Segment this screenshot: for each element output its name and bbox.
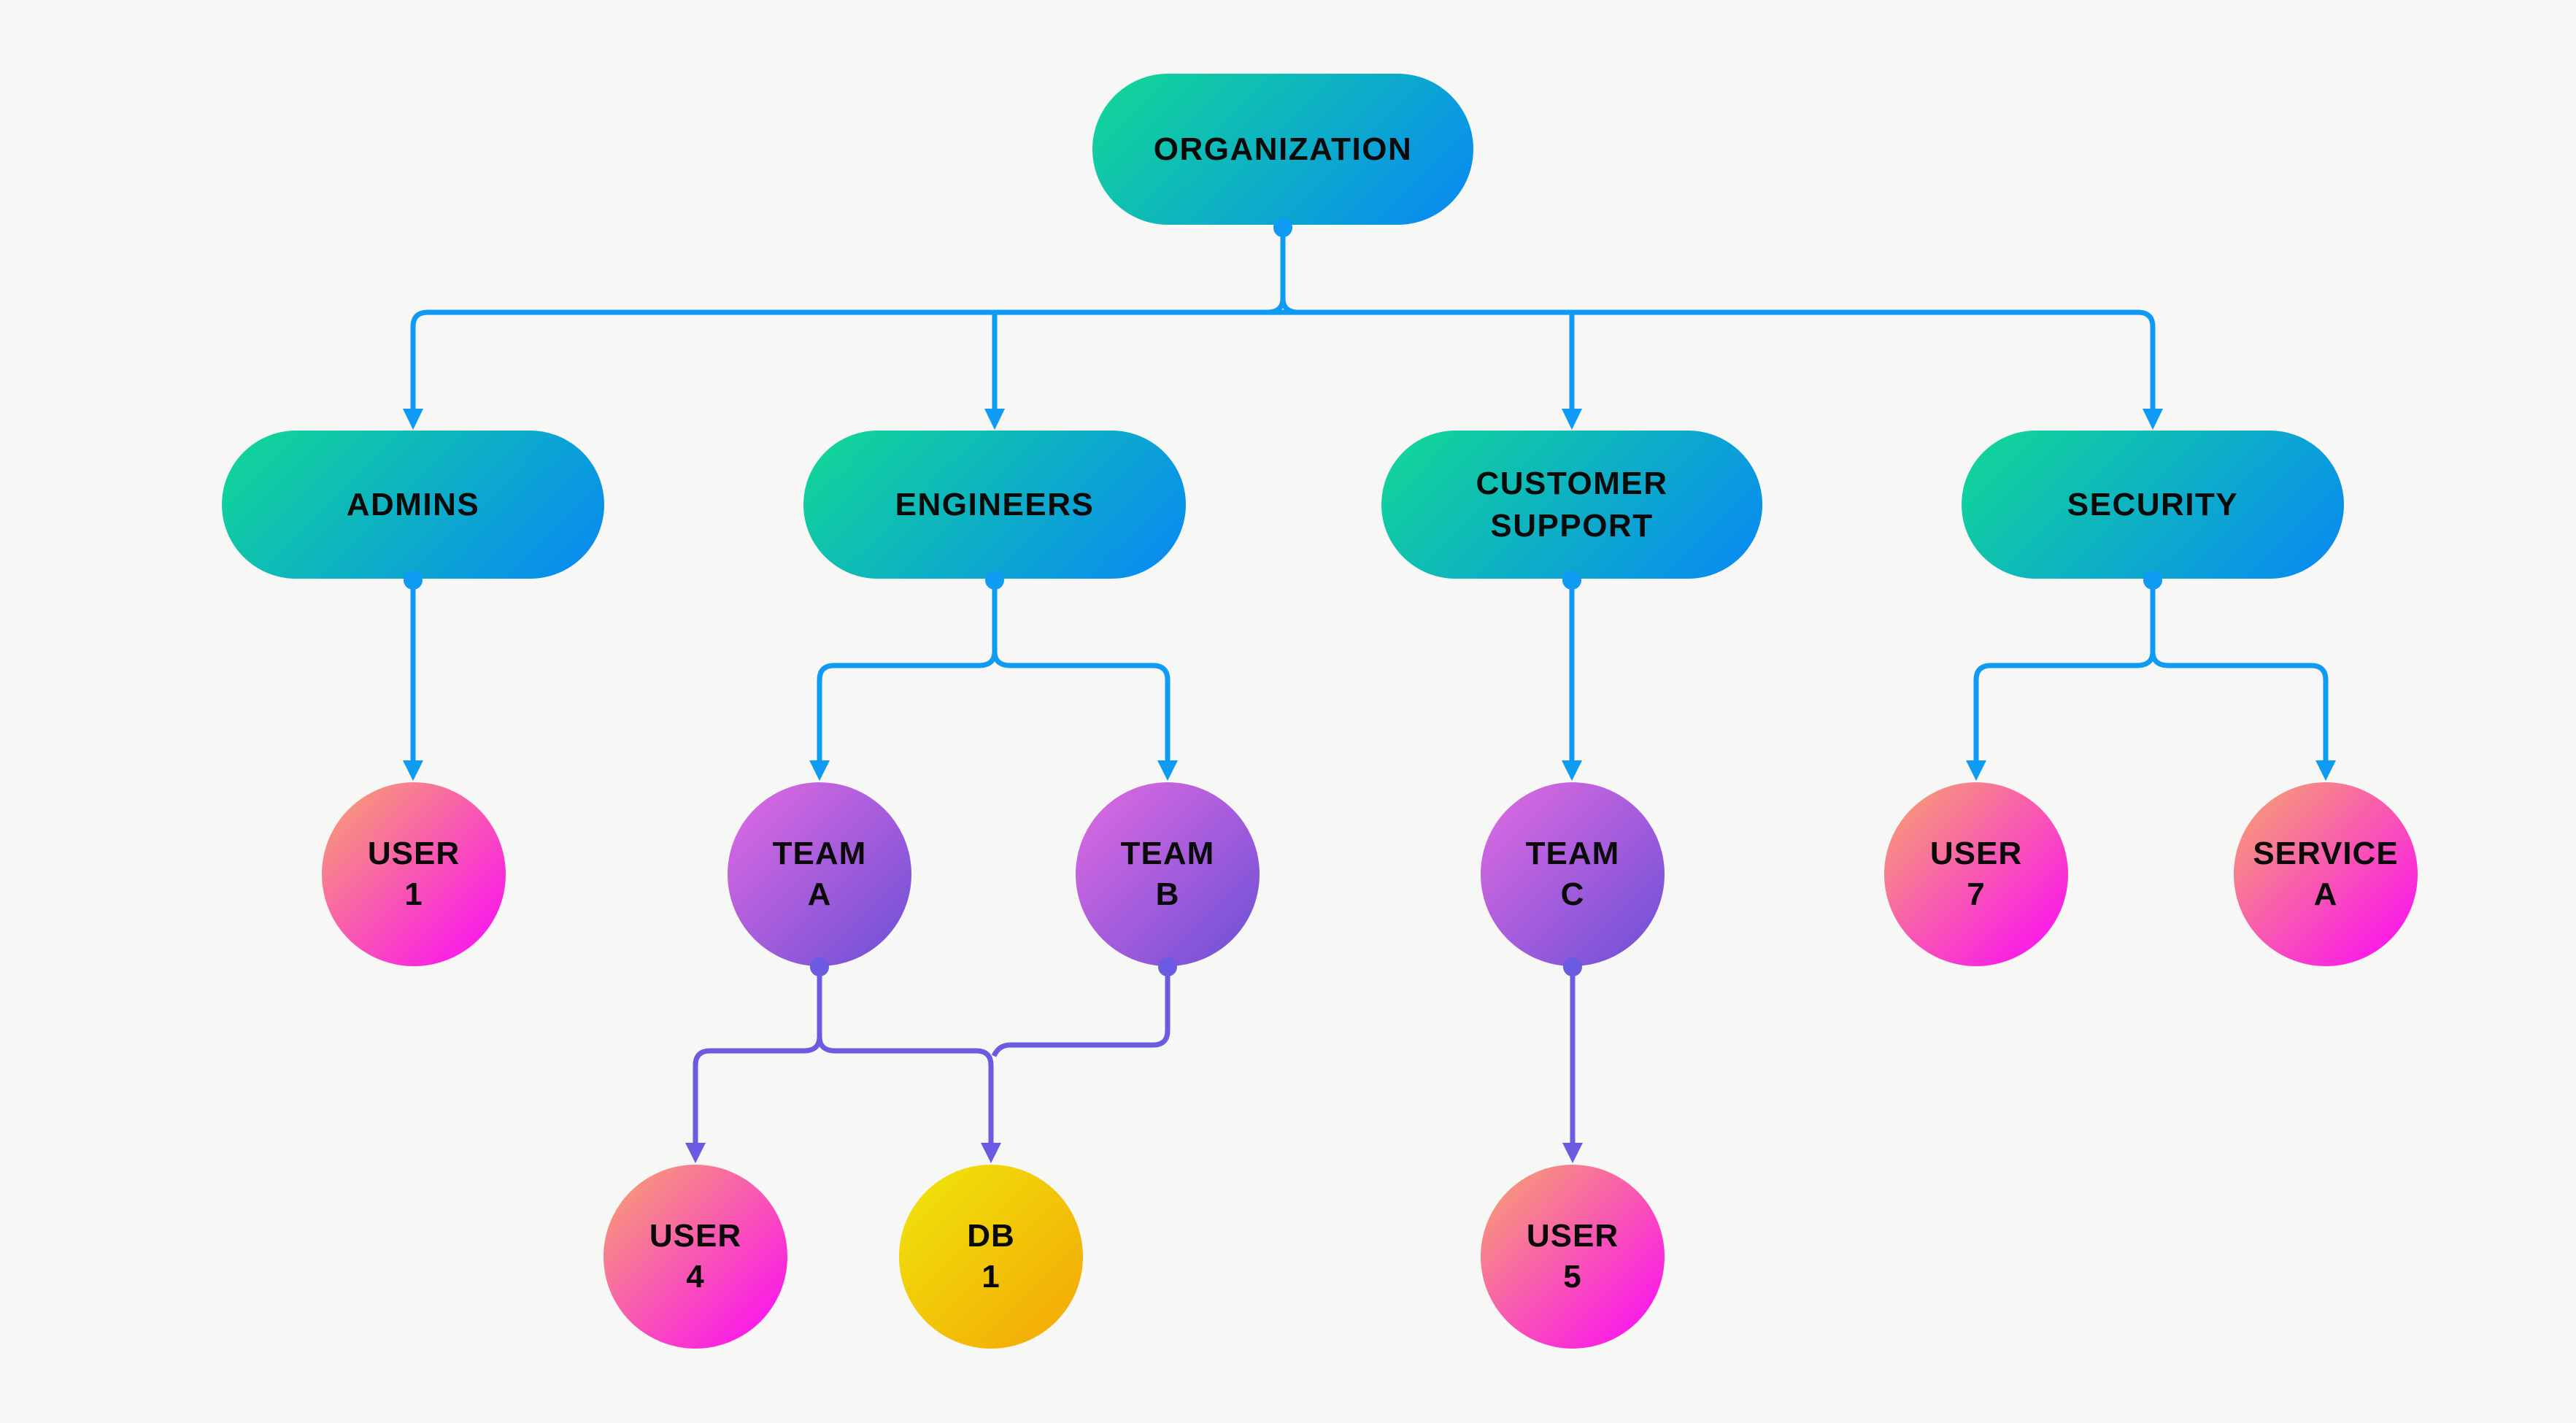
node-admins[interactable]: ADMINS (222, 431, 604, 579)
arrowhead-user-7 (1966, 760, 1986, 781)
node-user-5-label: USER 5 (1526, 1218, 1619, 1295)
edge-security-merge (2136, 649, 2170, 668)
node-organization-label: ORGANIZATION (1153, 131, 1413, 167)
node-user-1-label: USER 1 (367, 836, 460, 912)
node-organization[interactable]: ORGANIZATION (1092, 74, 1473, 225)
node-customer-support[interactable]: CUSTOMER SUPPORT (1381, 431, 1762, 579)
arrowhead-team-a (809, 760, 830, 781)
node-engineers[interactable]: ENGINEERS (803, 431, 1186, 579)
node-team-a[interactable]: TEAM A (728, 782, 911, 966)
arrowhead-db-1 (981, 1143, 1001, 1163)
node-user-5[interactable]: USER 5 (1481, 1165, 1665, 1349)
arrowhead-team-b (1157, 760, 1178, 781)
arrowhead-customer-support (1562, 409, 1582, 430)
node-user-7[interactable]: USER 7 (1884, 782, 2068, 966)
arrowhead-team-c (1562, 760, 1582, 781)
node-user-4-label: USER 4 (649, 1218, 742, 1295)
arrowhead-user-5 (1562, 1143, 1583, 1163)
node-user-7-label: USER 7 (1929, 836, 2023, 912)
node-user-1[interactable]: USER 1 (322, 782, 506, 966)
edge-security-service-a (2169, 663, 2329, 760)
edge-team-a-merge (803, 1034, 836, 1054)
node-service-a-label: SERVICE A (2253, 836, 2399, 912)
node-security[interactable]: SECURITY (1962, 431, 2344, 579)
node-customer-support-label: CUSTOMER SUPPORT (1476, 466, 1668, 544)
node-team-b[interactable]: TEAM B (1076, 782, 1260, 966)
node-engineers-label: ENGINEERS (895, 486, 1095, 522)
arrowhead-user-1 (403, 760, 423, 781)
arrowhead-admins (403, 409, 423, 430)
edge-team-b-db-1 (991, 967, 1171, 1057)
edge-security-user-7 (1973, 663, 2137, 760)
edge-organization-merge (1266, 296, 1300, 315)
edge-team-a-user-4 (693, 1048, 803, 1143)
node-team-b-label: TEAM B (1120, 836, 1215, 912)
node-team-c[interactable]: TEAM C (1481, 782, 1665, 966)
node-db-1[interactable]: DB 1 (899, 1165, 1083, 1349)
edges-purple-arrowheads (685, 957, 1583, 1163)
arrowhead-security (2143, 409, 2163, 430)
arrowhead-user-4 (685, 1143, 706, 1163)
node-db-1-label: DB 1 (967, 1218, 1015, 1295)
edge-engineers-team-b (1011, 663, 1171, 760)
edges-purple-lines (693, 967, 1576, 1143)
node-team-a-label: TEAM A (772, 836, 867, 912)
edge-engineers-team-a (817, 663, 979, 760)
edge-level1-bus (410, 309, 2156, 410)
node-user-4[interactable]: USER 4 (603, 1165, 787, 1349)
node-team-c-label: TEAM C (1525, 836, 1620, 912)
node-service-a[interactable]: SERVICE A (2234, 782, 2418, 966)
node-admins-label: ADMINS (346, 486, 480, 522)
edge-engineers-merge (978, 649, 1011, 668)
node-security-label: SECURITY (2067, 486, 2239, 522)
arrowhead-service-a (2315, 760, 2336, 781)
edge-team-a-db-1 (836, 1048, 994, 1143)
arrowhead-engineers (984, 409, 1005, 430)
